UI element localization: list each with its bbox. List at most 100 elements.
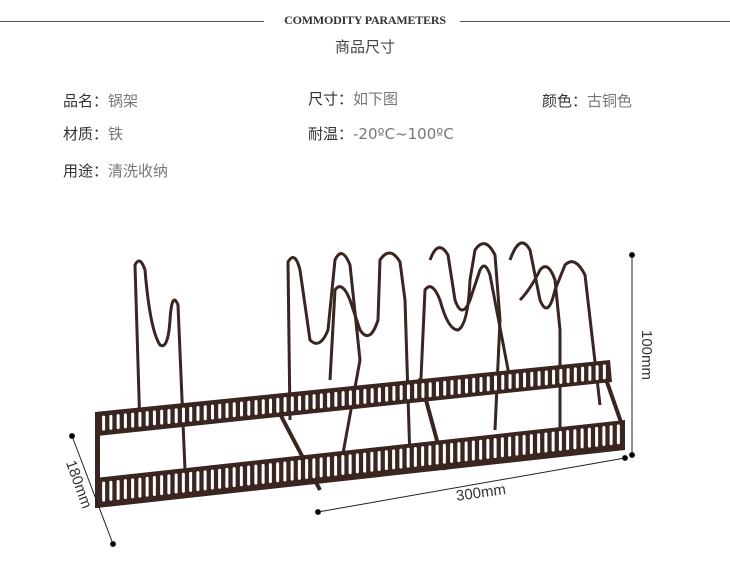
rail-slot (370, 388, 374, 404)
rail-slot (406, 384, 410, 400)
rail-slot (537, 371, 541, 387)
rail-slot (523, 372, 527, 388)
rail-slot (348, 390, 352, 406)
rail-slot (327, 392, 331, 408)
rail-slot (225, 467, 229, 488)
rack-wires (133, 241, 602, 471)
rail-slot (529, 434, 533, 455)
rail-slot (450, 379, 454, 395)
rail-slot (559, 368, 563, 384)
rail-slot (261, 399, 265, 415)
rail-slot (428, 382, 432, 398)
rail-slot (464, 441, 468, 462)
rail-slot (261, 463, 265, 484)
rail-slot (566, 368, 570, 384)
dimension-height-label: 100mm (638, 330, 655, 381)
rail-slot (319, 393, 323, 409)
rail-slot (152, 410, 156, 426)
rail-slot (530, 371, 534, 387)
rail-slot (123, 479, 127, 500)
rail-slot (181, 407, 185, 423)
rail-slot (326, 456, 330, 477)
spec-label: 颜色： (542, 92, 588, 110)
rail-slot (399, 385, 403, 401)
rail-slot (239, 466, 243, 487)
spec-value: -20ºC~100ºC (353, 125, 454, 143)
rail-slot (413, 446, 417, 467)
rail-slot (443, 380, 447, 396)
rail-slot (558, 430, 562, 451)
spec-material: 材质：铁 (63, 123, 123, 144)
rail-slot (479, 439, 483, 460)
rail-slot (203, 405, 207, 421)
rail-slot (479, 377, 483, 392)
rail-slot (421, 382, 425, 398)
rail-slot (240, 401, 244, 417)
rail-slot (501, 374, 505, 390)
rail-slot (319, 457, 323, 478)
rail-slot (356, 389, 360, 405)
rail-slot (334, 455, 338, 476)
spec-value: 铁 (108, 125, 124, 143)
rail-slot (225, 403, 229, 418)
rail-slot (464, 378, 468, 394)
rail-slot (232, 467, 236, 488)
rail-slot (573, 429, 577, 450)
rail-slot (297, 459, 301, 480)
rail-slot (312, 394, 316, 410)
rail-slot (305, 459, 309, 480)
rail-slot (581, 366, 585, 382)
rail-slot (384, 450, 388, 471)
rail-slot (268, 463, 272, 484)
rail-slot (544, 432, 548, 453)
rail-slot (508, 374, 512, 390)
rail-slot (196, 405, 200, 421)
rail-slot (102, 415, 106, 431)
rail-slot (472, 377, 476, 393)
rail-slot (471, 440, 475, 461)
rail-slot (152, 475, 156, 496)
spec-size: 尺寸：如下图 (308, 88, 398, 109)
rail-slot (566, 430, 570, 451)
rail-slot (109, 480, 113, 501)
rail-slot (341, 455, 345, 476)
rail-slot (457, 379, 461, 395)
rail-slot (544, 370, 548, 386)
rail-slot (247, 465, 251, 486)
rail-slot (355, 453, 359, 474)
rail-slot (551, 431, 555, 452)
rail-slot (602, 364, 606, 380)
rail-slot (189, 471, 193, 492)
rail-slot (218, 403, 222, 419)
rail-slot (116, 479, 120, 500)
rail-slot (160, 409, 164, 425)
rail-slot (290, 460, 294, 481)
rail-slot (167, 474, 171, 495)
rail-slot (363, 452, 367, 473)
rail-slot (435, 381, 439, 397)
spec-value: 清洗收纳 (108, 162, 169, 180)
rail-slot (174, 473, 178, 494)
rail-slot (174, 408, 178, 424)
rail-slot (399, 448, 403, 469)
spec-value: 如下图 (353, 90, 399, 108)
spec-label: 材质： (63, 125, 109, 143)
rail-slot (283, 397, 287, 413)
spec-label: 耐温： (308, 125, 354, 143)
rail-slot (109, 414, 113, 430)
rail-slot (232, 402, 236, 418)
spec-value: 古铜色 (587, 92, 633, 110)
rail-slot (167, 408, 171, 424)
rail-slot (145, 476, 149, 497)
rail-slot (392, 385, 396, 401)
rail-slot (573, 367, 577, 383)
rail-slot (515, 435, 519, 456)
rail-slot (493, 438, 497, 459)
spec-color: 颜色：古铜色 (542, 90, 632, 111)
rail-slot (377, 450, 381, 471)
rail-slot (138, 411, 142, 427)
rail-slot (334, 391, 338, 407)
section-title-en-text: COMMODITY PARAMETERS (283, 13, 447, 27)
rail-slot (515, 373, 519, 389)
